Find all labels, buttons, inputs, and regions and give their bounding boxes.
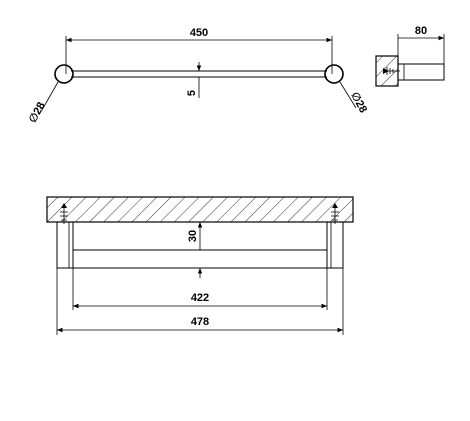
- right-diameter-callout: ∅28: [348, 90, 369, 115]
- inner-length-label: 422: [191, 292, 209, 304]
- top-view: 450 5 ∅28 ∅28: [27, 27, 369, 125]
- left-rosette-diameter-label: 28: [31, 100, 47, 116]
- overall-length-label: 450: [190, 27, 208, 39]
- left-rosette: [54, 64, 74, 84]
- svg-text:∅28: ∅28: [27, 100, 48, 125]
- side-screw-head: [383, 68, 389, 74]
- left-diameter-callout: ∅28: [27, 100, 48, 125]
- front-view: 30 422 478: [46, 196, 354, 335]
- left-screw: [60, 203, 68, 224]
- right-screw: [331, 203, 339, 224]
- right-diameter-leader: [339, 81, 357, 109]
- svg-text:∅28: ∅28: [348, 90, 369, 115]
- right-rosette: [324, 64, 344, 84]
- projection-label: 80: [415, 25, 427, 37]
- height-label: 30: [187, 230, 199, 242]
- bar-thickness-label: 5: [186, 90, 198, 96]
- left-post: [56, 221, 74, 269]
- right-rosette-diameter-label: 28: [353, 99, 369, 115]
- side-bar-body: [397, 63, 445, 81]
- side-view: 80: [375, 25, 445, 87]
- front-wall-section: [46, 196, 354, 223]
- right-post: [326, 221, 344, 269]
- left-diameter-leader: [41, 81, 59, 111]
- outer-length-label: 478: [191, 316, 209, 328]
